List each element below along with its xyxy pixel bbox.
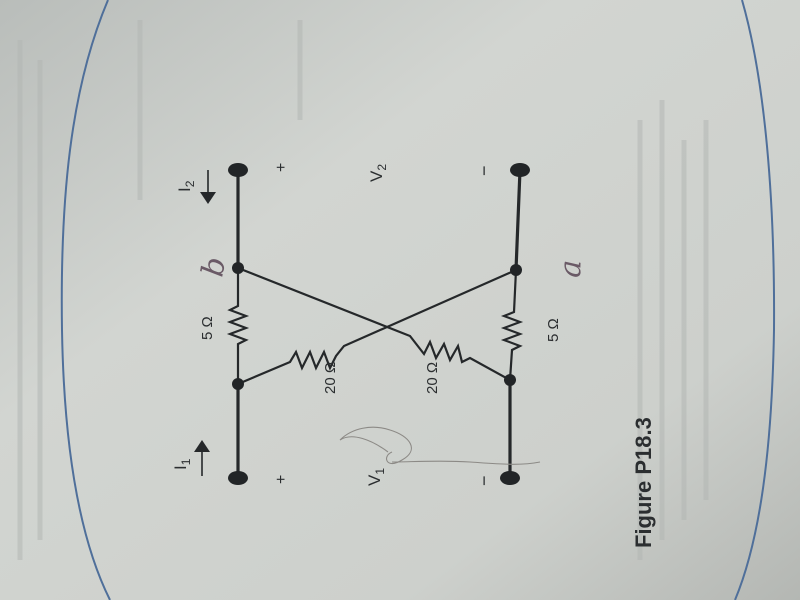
terminal-port1-minus bbox=[500, 471, 520, 485]
resistor-cross-right-value: 20 Ω bbox=[424, 362, 441, 394]
port2-minus-sign: − bbox=[474, 165, 494, 176]
node-bottom-left bbox=[504, 374, 516, 386]
handwritten-node-a: a bbox=[553, 259, 589, 278]
label-v1: V1 bbox=[365, 468, 387, 486]
resistor-cross-right-20ohm bbox=[237, 266, 511, 381]
rail-bottom-right-segment bbox=[514, 168, 522, 272]
resistor-bottom-5ohm bbox=[500, 269, 524, 381]
current-arrow-i2 bbox=[200, 170, 216, 204]
node-bottom-right bbox=[510, 264, 522, 276]
resistor-top-value: 5 Ω bbox=[199, 316, 216, 340]
resistor-cross-left-value: 20 Ω bbox=[322, 362, 339, 394]
circuit bbox=[194, 163, 530, 485]
labels: I1 I2 V1 V2 + − + − 5 Ω 5 Ω 20 Ω 20 Ω Fi… bbox=[171, 163, 656, 548]
current-arrow-i1 bbox=[194, 440, 210, 476]
label-v2: V2 bbox=[367, 164, 389, 182]
bleed-through-texture bbox=[17, 20, 709, 560]
page-border-left bbox=[60, 0, 111, 600]
page-border-right bbox=[734, 0, 776, 600]
figure-caption: Figure P18.3 bbox=[631, 417, 656, 548]
port1-plus-sign: + bbox=[273, 475, 290, 484]
node-top-left bbox=[232, 378, 244, 390]
node-top-right bbox=[232, 262, 244, 274]
resistor-top-5ohm bbox=[226, 268, 250, 384]
terminal-port2-plus bbox=[228, 163, 248, 177]
resistor-bottom-value: 5 Ω bbox=[545, 318, 562, 342]
label-i2: I2 bbox=[175, 180, 197, 192]
terminal-port1-plus bbox=[228, 471, 248, 485]
pencil-scribble bbox=[339, 426, 412, 465]
label-i1: I1 bbox=[171, 458, 193, 470]
resistor-cross-left-20ohm bbox=[237, 268, 517, 386]
port2-plus-sign: + bbox=[273, 163, 290, 172]
port1-minus-sign: − bbox=[474, 475, 494, 486]
terminal-port2-minus bbox=[510, 163, 530, 177]
pencil-stroke bbox=[391, 460, 541, 465]
